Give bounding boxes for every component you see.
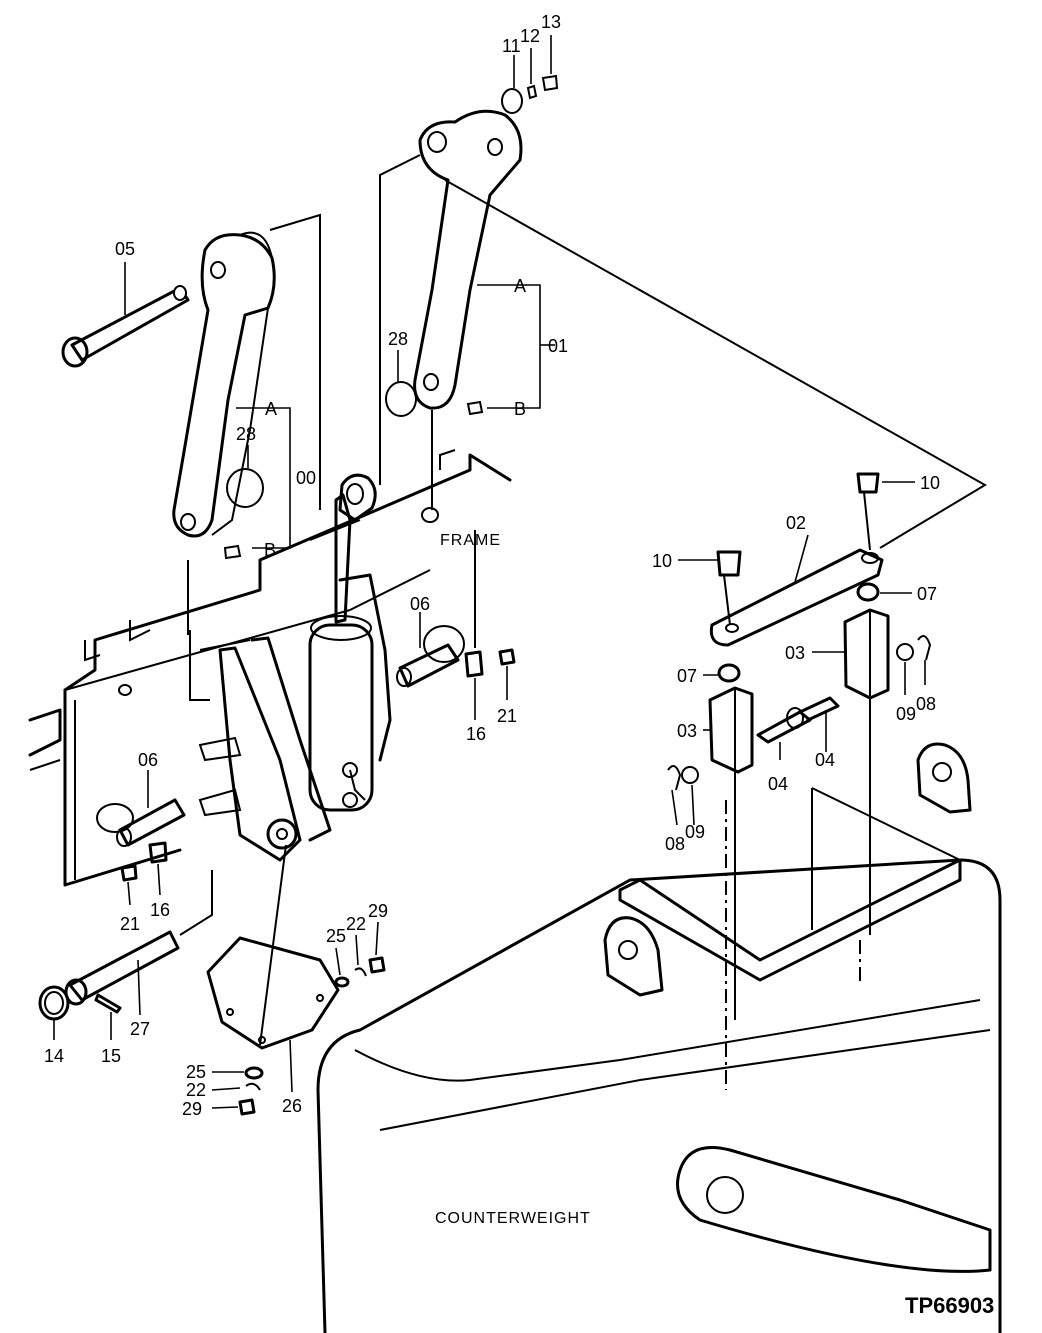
label-16: 15 [101,1046,121,1066]
label-29-bottom: 29 [182,1099,202,1119]
label-B-left: B [264,540,276,560]
callout-labels: 05 A B 00 28 28 A B 01 11 12 13 10 02 10… [44,12,940,1119]
pin-assembly [667,472,932,791]
frame-label: FRAME [440,532,501,549]
label-15: 14 [44,1046,64,1066]
label-A-right: A [514,276,526,296]
bracket [218,573,392,862]
label-04-left: 04 [768,774,788,794]
leader-lines [179,154,987,1090]
figure-code: TP66903 [905,1293,994,1318]
label-A-left: A [265,399,277,419]
label-22-right: 21 [497,706,517,726]
counterweight-label: COUNTERWEIGHT [435,1210,591,1227]
counterweight-body [316,742,1002,1333]
frame-structure [28,449,512,887]
label-05: 05 [115,239,135,259]
label-B-right: B [514,399,526,419]
label-03-left: 03 [677,721,697,741]
label-21-right: 16 [466,724,486,744]
label-08-left: 07 [677,666,697,686]
hydraulic-cylinder [308,473,377,812]
callout-leaders [53,35,926,1109]
label-00: 00 [296,468,316,488]
label-03-right: 03 [785,643,805,663]
label-22-left: 21 [120,914,140,934]
link-00 [172,231,276,560]
label-09-right: 08 [916,694,936,714]
label-07: 27 [130,1019,150,1039]
label-01: 01 [548,336,568,356]
label-09-left: 08 [665,834,685,854]
lower-parts [38,643,516,1116]
label-04-right: 04 [815,750,835,770]
label-29-top: 29 [368,901,388,921]
label-06-left: 06 [138,750,158,770]
label-25-bottom: 22 [186,1080,206,1100]
label-14: 13 [541,12,561,32]
label-21-left: 16 [150,900,170,920]
label-06-top: 06 [410,594,430,614]
label-11-left: 10 [652,551,672,571]
label-12: 11 [502,36,521,56]
label-28-left: 28 [236,424,256,444]
label-10-left: 09 [685,822,705,842]
label-02: 02 [786,513,806,533]
label-28-right: 28 [388,329,408,349]
label-26-top: 25 [326,926,346,946]
label-11-right: 10 [920,473,940,493]
label-08-right: 07 [917,584,937,604]
label-26-bottom: 25 [186,1062,206,1082]
label-13: 12 [520,26,540,46]
pin-05 [61,285,190,368]
label-27: 26 [282,1096,302,1116]
label-25-top: 22 [346,914,366,934]
label-10-right: 09 [896,704,916,724]
link-01 [385,74,559,417]
